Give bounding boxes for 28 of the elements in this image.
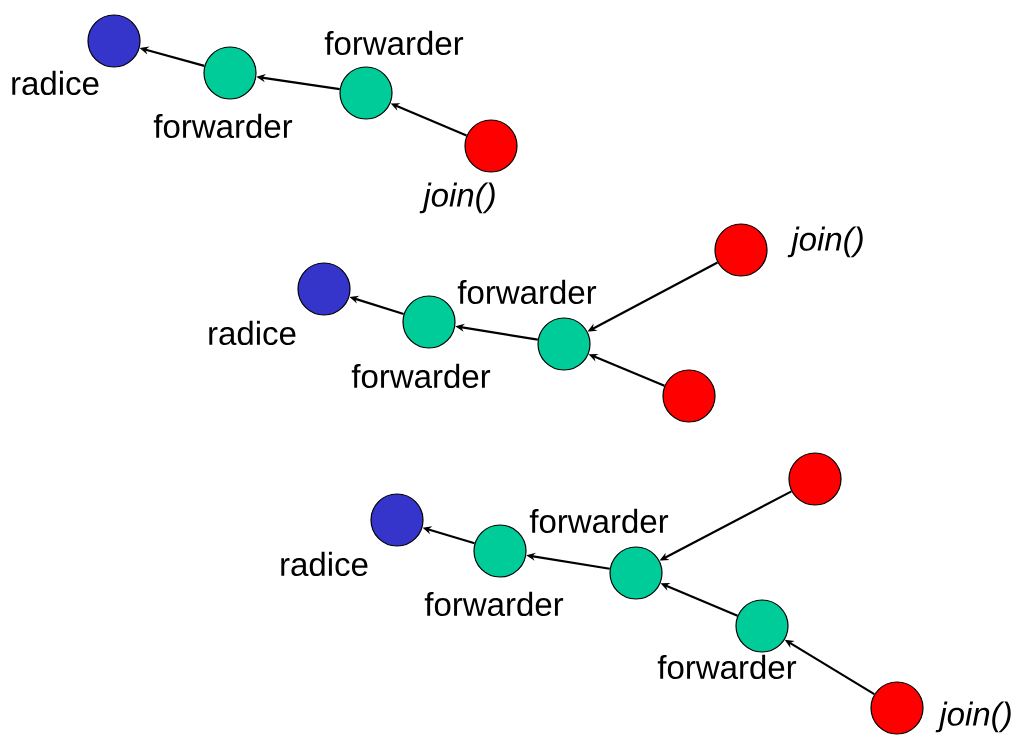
circle-node — [370, 493, 424, 547]
circle-node — [870, 681, 924, 735]
node-label: forwarder — [153, 113, 293, 139]
circle-node — [662, 369, 716, 423]
node-label: forwarder — [324, 30, 464, 56]
circle-node — [464, 119, 518, 173]
circle-node — [203, 46, 257, 100]
circle-node — [339, 66, 393, 120]
node-label: radice — [12, 70, 99, 96]
node-label: forwarder — [424, 591, 564, 617]
circle-node — [297, 262, 351, 316]
node-label: radice — [209, 320, 296, 346]
circle-node — [788, 452, 842, 506]
circle-node — [609, 546, 663, 600]
circle-node — [402, 295, 456, 349]
circle-node — [714, 223, 768, 277]
node-label: forwarder — [657, 654, 797, 680]
circle-node — [473, 524, 527, 578]
node-label: radice — [281, 551, 368, 577]
circle-node — [537, 317, 591, 371]
node-label: forwarder — [529, 508, 669, 534]
node-label: join() — [935, 701, 1011, 733]
node-label: forwarder — [457, 279, 597, 305]
node-label: join() — [787, 226, 863, 258]
circle-node — [735, 599, 789, 653]
circle-node — [87, 14, 141, 68]
node-label: join() — [419, 182, 495, 214]
node-label: forwarder — [351, 363, 491, 389]
